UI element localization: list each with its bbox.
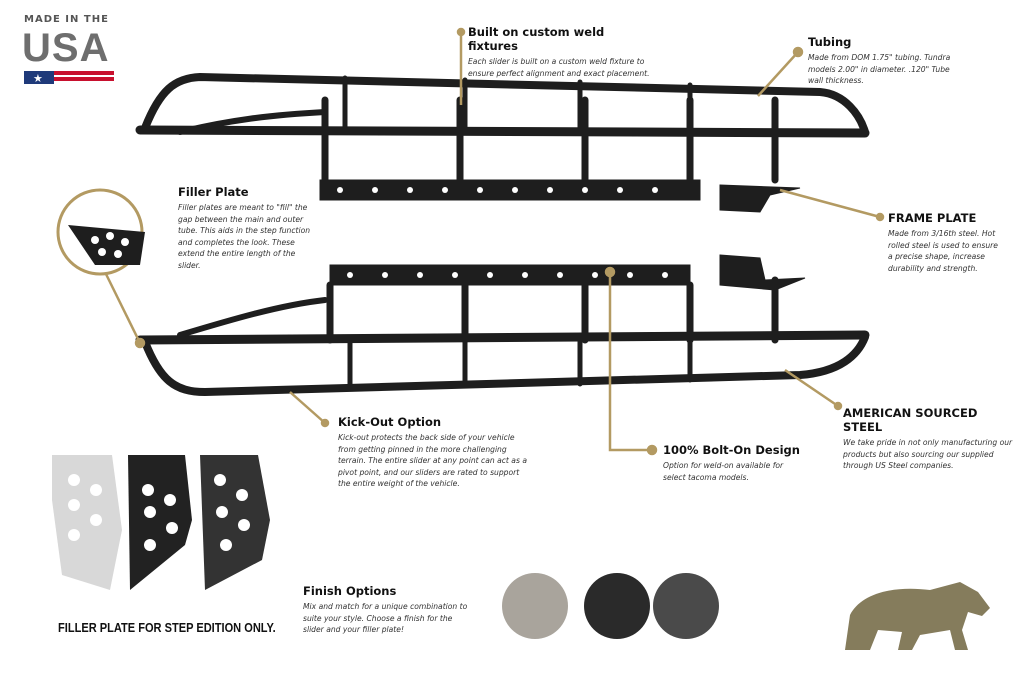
bear-logo (845, 582, 990, 650)
leader-lines (103, 27, 885, 456)
filler-plate-detail (56, 188, 145, 276)
logo-usa: USA (22, 26, 110, 70)
slider-top (135, 72, 870, 213)
plate-holes-top (337, 187, 658, 193)
finish-swatch-raw (502, 573, 568, 639)
finish-swatch-black (584, 573, 650, 639)
flag-icon: ★ (24, 71, 114, 85)
finish-swatch-textured (653, 573, 719, 639)
svg-text:★: ★ (33, 72, 43, 85)
filler-plate-note: FILLER PLATE FOR STEP EDITION ONLY. (58, 620, 276, 635)
plate-holes-bottom (347, 272, 668, 278)
logo-made-in: MADE IN THE (24, 14, 109, 25)
filler-plate-photos (52, 455, 270, 590)
slider-bottom (135, 254, 870, 397)
